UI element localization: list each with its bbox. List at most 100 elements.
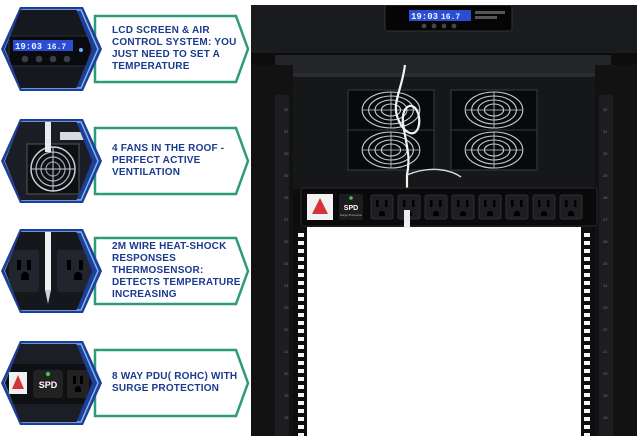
- rack-unit-label: 25: [603, 261, 608, 266]
- rail-hole: [584, 281, 590, 285]
- rail-hole: [298, 273, 304, 277]
- rack-unit-label: 28: [603, 195, 608, 200]
- feature-fans-text: 4 FANS IN THE ROOF - PERFECT ACTIVE VENT…: [112, 143, 225, 178]
- rail-hole: [584, 249, 590, 253]
- rack-unit-label: 19: [603, 393, 608, 398]
- rail-hole: [584, 257, 590, 261]
- roof-fans: [347, 89, 538, 171]
- feature-fans: 4 FANS IN THE ROOF - PERFECT ACTIVE VENT…: [0, 118, 252, 204]
- rail-hole: [584, 401, 590, 405]
- rail-hole: [298, 385, 304, 389]
- feature-pdu-text: 8 WAY PDU( ROHC) WITH SURGE PROTECTION: [112, 371, 238, 394]
- feature-sensor-text: 2M WIRE HEAT-SHOCK RESPONSES THERMOSENSO…: [112, 241, 241, 300]
- rail-hole: [298, 377, 304, 381]
- rail-hole: [298, 353, 304, 357]
- rail-hole: [584, 233, 590, 237]
- rail-hole: [298, 265, 304, 269]
- rack-unit-label: 26: [603, 239, 608, 244]
- rail-hole: [584, 305, 590, 309]
- feature-sensor: 2M WIRE HEAT-SHOCK RESPONSES THERMOSENSO…: [0, 228, 252, 314]
- rack-unit-label: 31: [284, 129, 289, 134]
- rail-hole: [584, 329, 590, 333]
- rail-hole: [584, 369, 590, 373]
- pdu-outlet: [424, 194, 448, 220]
- rack-unit-label: 22: [603, 327, 608, 332]
- rail-hole: [584, 297, 590, 301]
- rack-unit-label: 19: [284, 393, 289, 398]
- rack-unit-label: 32: [284, 107, 289, 112]
- rack-unit-label: 24: [603, 283, 608, 288]
- rail-hole: [298, 233, 304, 237]
- pdu-outlet: [370, 194, 394, 220]
- rail-hole: [298, 289, 304, 293]
- pdu-outlet: [505, 194, 529, 220]
- rack-unit-label: 21: [284, 349, 289, 354]
- rail-hole: [584, 353, 590, 357]
- rack-unit-label: 18: [284, 415, 289, 420]
- pdu-outlet: [478, 194, 502, 220]
- thermosensor-icon: [5, 232, 92, 310]
- spd-badge-label: SPD: [39, 380, 58, 390]
- rail-hole: [298, 321, 304, 325]
- rail-hole: [298, 297, 304, 301]
- rail-hole: [584, 361, 590, 365]
- svg-text:19:03: 19:03: [15, 42, 42, 52]
- rack-unit-label: 29: [284, 173, 289, 178]
- rail-hole: [298, 425, 304, 429]
- rack-unit-label: 18: [603, 415, 608, 420]
- rail-hole: [584, 409, 590, 413]
- rail-hole: [298, 305, 304, 309]
- rail-hole: [584, 377, 590, 381]
- pdu-spd-sub: Surge Protection: [340, 213, 363, 217]
- rail-hole: [584, 393, 590, 397]
- rail-hole: [584, 273, 590, 277]
- rail-hole: [584, 313, 590, 317]
- rail-hole: [298, 249, 304, 253]
- rail-hole: [298, 345, 304, 349]
- rail-hole: [584, 289, 590, 293]
- rack-unit-label: 29: [603, 173, 608, 178]
- rail-hole: [298, 241, 304, 245]
- rack-unit-label: 21: [603, 349, 608, 354]
- lcd-screen-icon: 19:03 16.7: [5, 10, 92, 88]
- rack-unit-label: 31: [603, 129, 608, 134]
- rack-unit-label: 23: [284, 305, 289, 310]
- rail-hole: [298, 393, 304, 397]
- rail-hole: [298, 313, 304, 317]
- fan: [450, 129, 538, 171]
- pdu-strip: SPD Surge Protection: [300, 187, 598, 227]
- fan: [450, 89, 538, 131]
- rack-unit-label: 20: [284, 371, 289, 376]
- rail-hole: [298, 417, 304, 421]
- feature-pdu: SPD 8 WAY PDU( ROHC) WITH SURGE PROTECTI…: [0, 340, 252, 426]
- rack-unit-label: 30: [603, 151, 608, 156]
- rack-unit-label: 26: [284, 239, 289, 244]
- pdu-spd-label: SPD: [344, 205, 358, 212]
- feature-lcd: 19:03 16.7 LCD SCREEN & AIR CONTROL SYST…: [0, 6, 252, 92]
- rack-unit-label: 20: [603, 371, 608, 376]
- feature-lcd-text: LCD SCREEN & AIR CONTROL SYSTEM: YOU JUS…: [112, 25, 237, 72]
- rack-unit-label: 30: [284, 151, 289, 156]
- rail-hole: [584, 265, 590, 269]
- lcd-controller: 19:03 16.7: [384, 4, 513, 32]
- rack-unit-label: 27: [284, 217, 289, 222]
- rail-hole: [584, 337, 590, 341]
- rack-unit-label: 24: [284, 283, 289, 288]
- rail-hole: [584, 321, 590, 325]
- warning-icon: [312, 198, 328, 214]
- rack-unit-label: 28: [284, 195, 289, 200]
- pdu-outlet: [532, 194, 556, 220]
- rail-hole: [584, 385, 590, 389]
- rack-unit-label: 27: [603, 217, 608, 222]
- pdu-outlet: [559, 194, 583, 220]
- lcd-temp: 16.7: [441, 13, 460, 22]
- server-rack: 19:03 16.7 32 32 31 31 30 30 29 29 28 28 27 27 26 26 2…: [251, 4, 637, 437]
- rack-unit-label: 22: [284, 327, 289, 332]
- rack-unit-label: 32: [603, 107, 608, 112]
- rail-hole: [298, 329, 304, 333]
- rail-hole: [298, 337, 304, 341]
- rail-hole: [298, 409, 304, 413]
- rack-unit-label: 23: [603, 305, 608, 310]
- rail-hole: [584, 241, 590, 245]
- rail-hole: [584, 345, 590, 349]
